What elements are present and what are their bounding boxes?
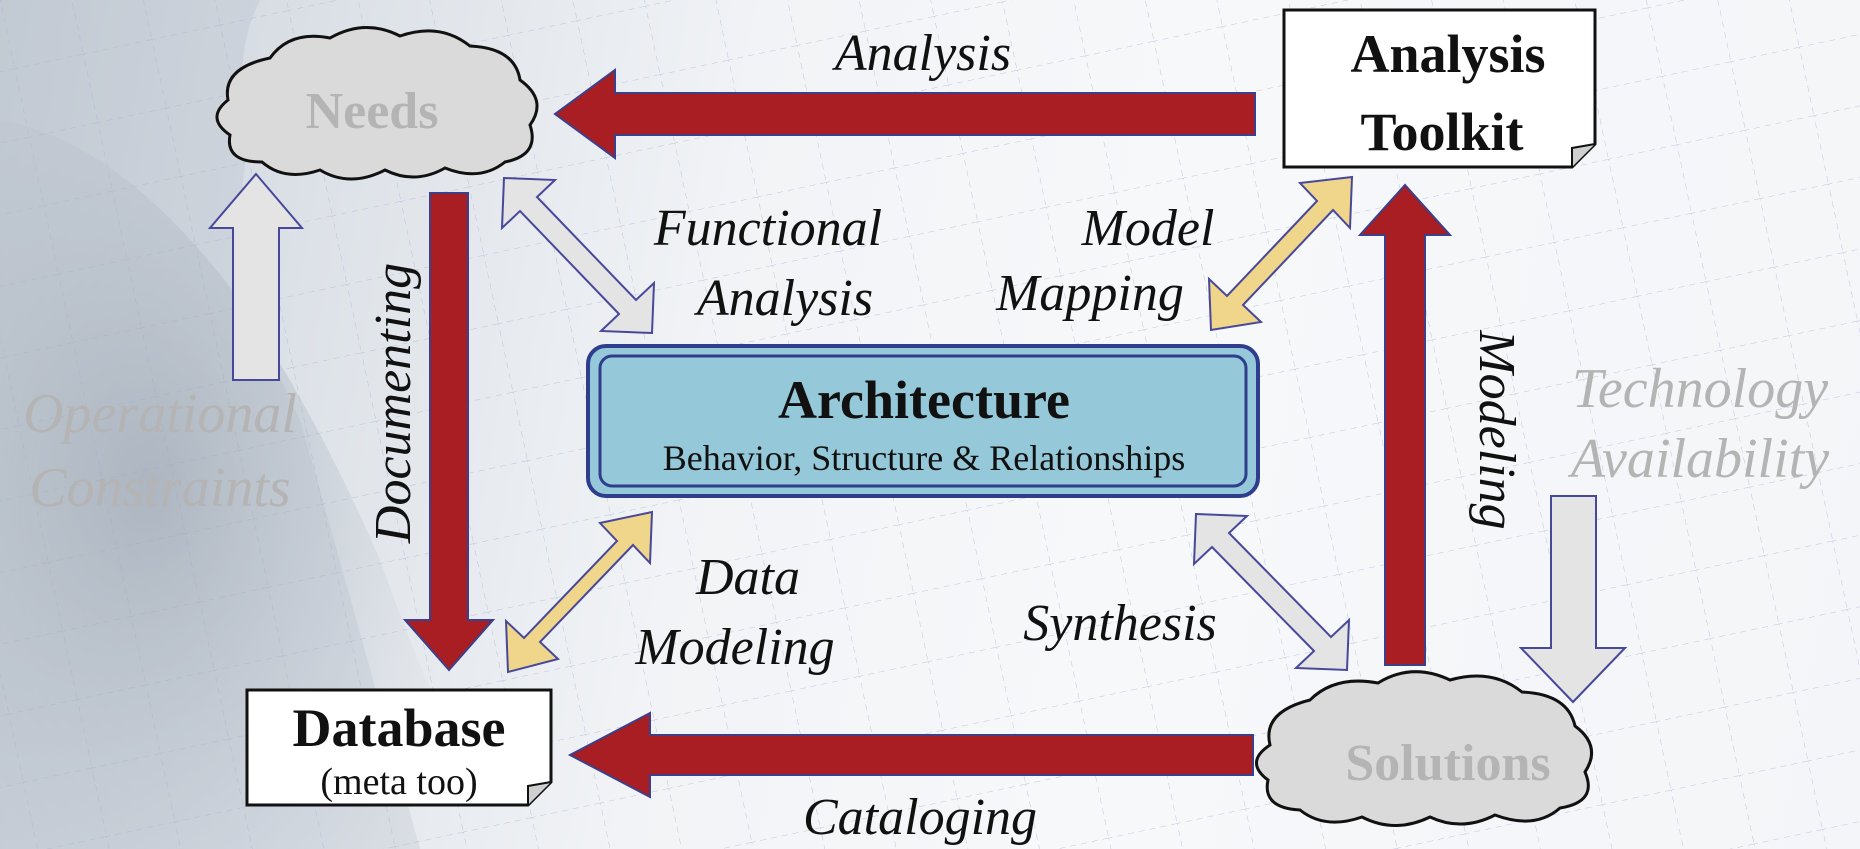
functional-analysis-arrow — [500, 176, 656, 335]
operational-constraints-line2: Constraints — [29, 457, 290, 519]
modeling-edge-label: Modeling — [1468, 329, 1525, 529]
cataloging-edge-label: Cataloging — [803, 789, 1037, 846]
data-modeling-arrow — [504, 510, 654, 674]
synthesis-edge-label: Synthesis — [1023, 595, 1217, 652]
operational-constraints-line1: Operational — [23, 383, 297, 445]
data-modeling-label-line1: Data — [695, 549, 800, 606]
database-subtitle: (meta too) — [320, 761, 477, 803]
needs-label: Needs — [306, 83, 439, 140]
architecture-title: Architecture — [778, 370, 1070, 430]
synthesis-arrow — [1192, 512, 1351, 672]
operational-constraints-arrow — [207, 172, 305, 381]
cataloging-arrow — [567, 711, 1254, 799]
functional-analysis-label-line2: Analysis — [694, 270, 873, 327]
analysis-toolkit-node: Analysis Toolkit — [1282, 8, 1597, 169]
architecture-node: Architecture Behavior, Structure & Relat… — [586, 344, 1260, 498]
modeling-arrow — [1357, 183, 1453, 666]
database-node: Database (meta too) — [245, 688, 553, 807]
needs-node: Needs — [215, 26, 539, 181]
solutions-label: Solutions — [1345, 735, 1550, 792]
analysis-edge-label: Analysis — [832, 25, 1011, 82]
documenting-arrow — [402, 192, 496, 672]
solutions-node: Solutions — [1255, 670, 1594, 827]
technology-availability-line2: Availability — [1567, 428, 1829, 490]
data-modeling-label-line2: Modeling — [634, 619, 834, 676]
architecture-subtitle: Behavior, Structure & Relationships — [663, 438, 1185, 478]
analysis-toolkit-label-line1: Analysis — [1350, 24, 1545, 84]
analysis-arrow — [553, 68, 1256, 160]
model-mapping-arrow — [1207, 175, 1354, 332]
model-mapping-label-line2: Mapping — [995, 265, 1184, 322]
technology-availability-line1: Technology — [1572, 358, 1828, 420]
technology-availability-arrow — [1518, 495, 1628, 704]
functional-analysis-label-line1: Functional — [653, 200, 882, 257]
documenting-edge-label: Documenting — [365, 263, 422, 544]
database-title: Database — [293, 698, 506, 758]
analysis-toolkit-label-line2: Toolkit — [1360, 102, 1523, 162]
model-mapping-label-line1: Model — [1081, 200, 1215, 257]
